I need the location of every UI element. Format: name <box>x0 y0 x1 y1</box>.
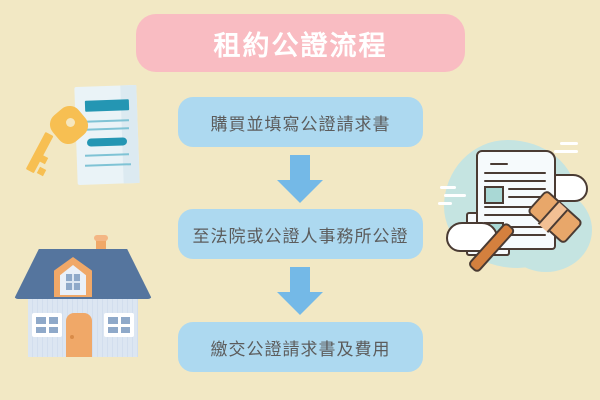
flow-step-1-label: 購買並填寫公證請求書 <box>210 114 391 134</box>
document-header-bar <box>84 99 130 112</box>
flow-arrow-down-1 <box>277 155 323 203</box>
document-and-key-illustration <box>25 82 160 190</box>
page-title: 租約公證流程 <box>213 30 388 61</box>
document-text-line <box>484 172 546 174</box>
document-text-line <box>508 188 546 190</box>
window-icon <box>104 313 134 337</box>
document-title-line <box>490 163 508 165</box>
arrow-shaft <box>290 267 310 294</box>
title-banner: 租約公證流程 <box>136 14 465 72</box>
flow-arrow-down-2 <box>277 267 323 315</box>
motion-dash <box>438 202 452 205</box>
motion-dash <box>440 186 456 189</box>
arrow-shaft <box>290 155 310 182</box>
flow-step-3: 繳交公證請求書及費用 <box>178 322 423 372</box>
document-text-line <box>484 180 546 182</box>
chimney-icon <box>96 237 106 259</box>
flow-step-2: 至法院或公證人事務所公證 <box>178 209 423 259</box>
document-stamp <box>484 186 504 204</box>
door-knob <box>70 335 74 339</box>
motion-dash <box>554 150 578 153</box>
flow-step-2-label: 至法院或公證人事務所公證 <box>192 226 409 246</box>
arrow-head <box>277 180 323 203</box>
key-tooth <box>38 154 49 165</box>
window-icon <box>32 313 62 337</box>
chimney-cap <box>94 235 108 241</box>
document-highlight-bar <box>86 137 128 147</box>
document-text-line <box>484 214 546 216</box>
key-hole <box>66 118 75 127</box>
document-text-line <box>508 234 546 236</box>
arrow-head <box>277 292 323 315</box>
document-text-line <box>508 196 546 198</box>
key-tooth <box>36 166 47 177</box>
dormer-window-icon <box>65 273 81 291</box>
flow-step-1: 購買並填寫公證請求書 <box>178 97 423 147</box>
motion-dash <box>560 142 578 145</box>
flow-step-3-label: 繳交公證請求書及費用 <box>210 339 391 359</box>
document-text-line <box>484 206 546 208</box>
house-illustration <box>8 235 158 360</box>
gavel-and-document-illustration <box>438 130 600 290</box>
motion-dash <box>444 194 466 197</box>
document-text-line <box>508 226 546 228</box>
